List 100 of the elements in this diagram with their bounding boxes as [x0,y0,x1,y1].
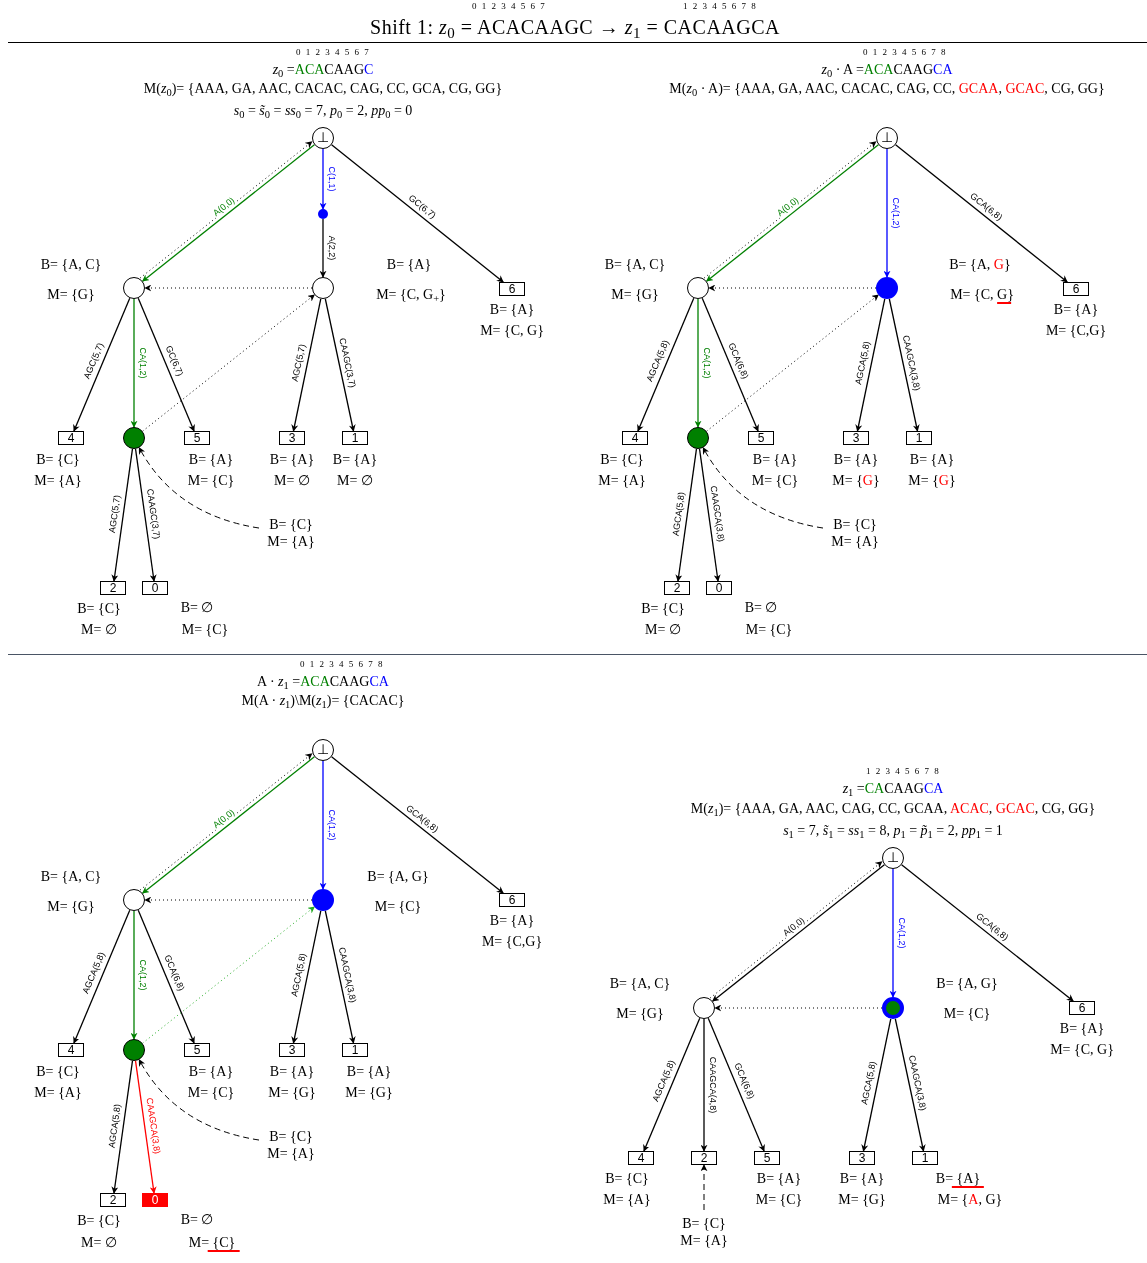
formula-text: M(z$_{0}$)= {AAA, GA, AAC, CACAC, CAG, CC, GCA, CG, GG} [143,82,503,96]
tree-node: ⊥ [882,847,904,869]
set-annotation: M= {C} [374,900,422,914]
formula-text: A · z$_{1}$ =ACACAAGCA [257,675,389,689]
set-annotation: B= {C} [36,1065,80,1079]
set-annotation: B= {A, C} [40,870,102,884]
set-annotation: M= {A} [598,474,646,488]
dashed-arrow [138,1059,260,1141]
set-annotation: M= {G} [908,474,956,488]
set-annotation: M= {G} [47,900,95,914]
leaf-box: 1 [342,1043,368,1057]
leaf-box: 2 [664,581,690,595]
leaf-box: 1 [906,431,932,445]
set-annotation: B= {A, C} [604,258,666,272]
arrow [861,1018,892,1152]
arrow [707,1017,765,1152]
tree-node: ⊥ [312,127,334,149]
set-annotation: B= {A, G} [936,977,998,991]
set-annotation: B= ∅ [180,1213,214,1227]
set-annotation: B= {C} [641,602,685,616]
index-numbers: 0 1 2 3 4 5 6 7 8 [300,660,383,669]
arrow [675,448,698,582]
edge-label: AGCA(5,8) [107,1102,123,1150]
set-annotation: B= ∅ [744,601,778,615]
tree-node [123,427,145,449]
leaf-box: 5 [748,431,774,445]
set-annotation: M= ∅ [81,1236,117,1250]
arrow [637,297,695,432]
leaf-box: 6 [1069,1001,1095,1015]
leaf-box: 0 [142,1193,168,1207]
set-annotation: B= {A, G} [367,870,429,884]
leaf-box: 2 [100,1193,126,1207]
arrow [694,298,702,428]
set-annotation: M= {A} [831,534,879,549]
tree-node [123,277,145,299]
arrow [134,448,157,582]
set-annotation: M= {A} [34,1086,82,1100]
arrow [319,760,327,890]
edge-label: CA(1,2) [890,196,900,230]
set-annotation: B= {A} [935,1172,981,1186]
set-annotation: M= {C, G} [950,288,1014,302]
set-annotation: B= {A} [332,453,378,467]
set-annotation: M= {C} [755,1193,803,1207]
arrow [111,1060,134,1194]
leaf-box: 6 [1063,282,1089,296]
leaf-box: 3 [849,1151,875,1165]
set-annotation: M= {C} [751,474,799,488]
set-annotation: B= {A} [752,453,798,467]
dashed-arrow [702,447,824,529]
set-annotation: M= ∅ [274,474,310,488]
set-annotation: M= {A} [267,534,315,549]
formula-text: z$_{0}$ =ACACAAGC [272,63,374,77]
arrow [291,298,322,432]
arrow [319,148,327,210]
edge-label: AGC(5,7) [290,342,308,384]
arrow [330,144,504,283]
tree-node [687,277,709,299]
tree-node [312,277,334,299]
set-annotation: B= {A} [839,1172,885,1186]
formula-text: z$_{0}$ · A =ACACAAGCA [821,63,953,77]
set-annotation: M= {G} [611,288,659,302]
arrow [894,1018,926,1152]
tree-node [123,1039,145,1061]
set-annotation: B= {A, C} [609,977,671,991]
arrow [73,909,131,1044]
leaf-box: 5 [184,1043,210,1057]
set-annotation: B= {C} [36,453,80,467]
index-numbers: 0 1 2 3 4 5 6 7 8 [863,48,946,57]
set-annotation: B= {A} [269,453,315,467]
leaf-box: 0 [706,581,732,595]
edge-label: C(1,1) [326,165,336,193]
leaf-box: 3 [279,431,305,445]
set-annotation: B= {A} [386,258,432,272]
leaf-box: 4 [622,431,648,445]
set-annotation: M= {G} [832,474,880,488]
index-numbers: 0 1 2 3 4 5 6 7 [296,48,369,57]
set-annotation: M= {A} [267,1146,315,1161]
tree-node: ⊥ [876,127,898,149]
leaf-box: 2 [100,581,126,595]
formula-text: z$_{1}$ =CACAAGCA [842,782,944,796]
arrow [330,756,504,894]
set-annotation: M= {G} [268,1086,316,1100]
leaf-box: 1 [342,431,368,445]
set-annotation: M= {C} [745,623,793,637]
set-annotation: B= {C} [682,1216,726,1231]
edge-label: CA(1,2) [326,808,336,842]
title: Shift 1: z$_{0}$ = ACACAAGC → z$_{1}$ = CACAAGCA [370,17,780,37]
set-annotation: M= {G} [838,1193,886,1207]
leaf-box: 1 [912,1151,938,1165]
set-annotation: M= {C, G} [1050,1043,1114,1057]
tree-node [882,997,904,1019]
edge-label: CAAGC(3,7) [144,487,161,541]
set-annotation: B= {C} [600,453,644,467]
tree-node [876,277,898,299]
edge-label: CAAGCA(3,8) [708,484,726,544]
set-annotation: M= {C,G} [481,935,543,949]
set-annotation: M= {C,G} [1045,324,1107,338]
tree-node [312,889,334,911]
set-annotation: B= {A} [756,1172,802,1186]
arrow [883,148,891,278]
